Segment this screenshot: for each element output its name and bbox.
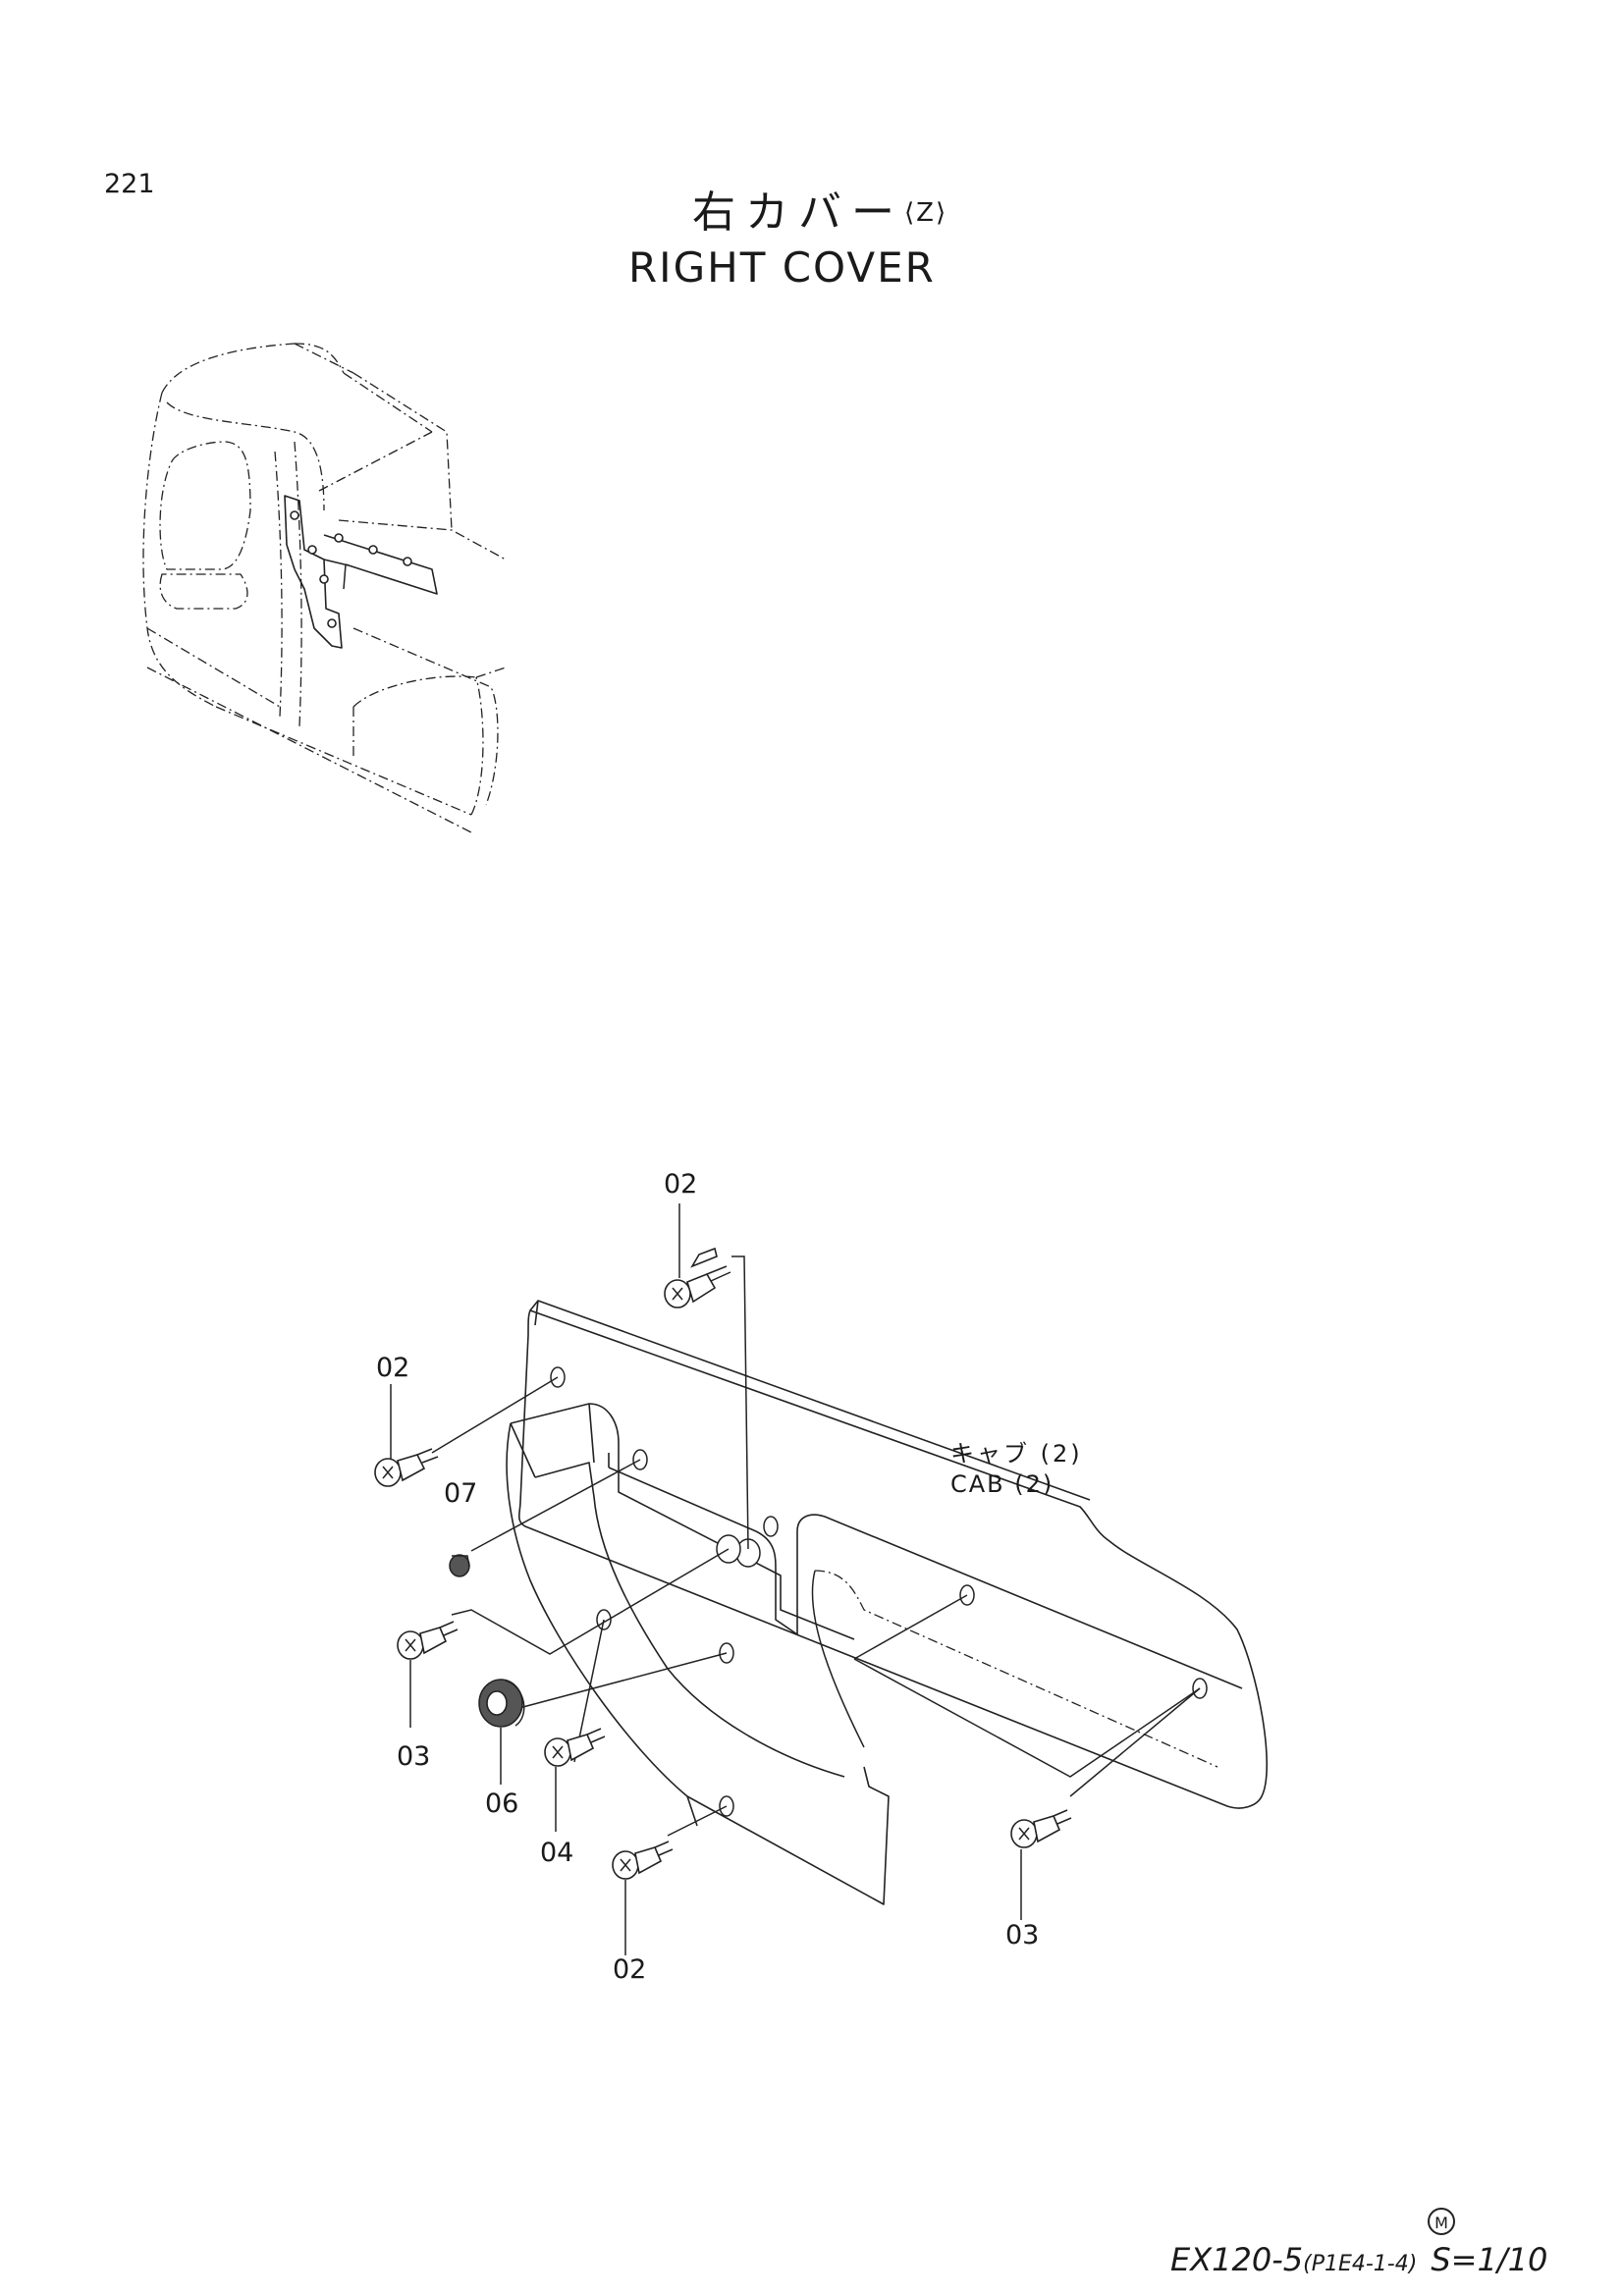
bolt-03-left (397, 1621, 459, 1660)
bolt-02-left (374, 1448, 439, 1487)
inner-bracket (510, 1403, 855, 1640)
callout-02-bottom: 02 (613, 1954, 647, 1985)
bolt-04 (544, 1728, 606, 1767)
grommet-06 (478, 1679, 525, 1728)
title-japanese: 右カバー⟨Z⟩ (692, 191, 947, 235)
footer-scale: S=1/10 (1431, 2241, 1548, 2278)
callout-02-top: 02 (664, 1169, 698, 1200)
callout-04: 04 (540, 1838, 574, 1868)
footer-model: EX120-5 (1170, 2241, 1304, 2278)
reference-english: CAB (2) (950, 1470, 1055, 1498)
bolt-02-top (664, 1247, 731, 1308)
title-english: RIGHT COVER (628, 243, 936, 292)
footer: EX120-5(P1E4-1-4) S=1/10 (1170, 2244, 1547, 2275)
page-number: 221 (104, 169, 155, 199)
callout-03-left: 03 (397, 1741, 431, 1772)
bolt-03-right (1010, 1809, 1072, 1848)
callout-03-right: 03 (1005, 1920, 1040, 1950)
cab-overview-illustration (142, 343, 507, 833)
title-japanese-text: 右カバー (692, 187, 904, 238)
bolt-02-bottom (612, 1841, 674, 1880)
title-variant: ⟨Z⟩ (904, 198, 948, 228)
nut-07 (449, 1554, 470, 1577)
callout-02-left: 02 (376, 1353, 410, 1383)
cover-plate-outer (517, 1309, 1268, 1809)
maker-mark: M (1428, 2208, 1455, 2235)
footer-code: (P1E4-1-4) (1303, 2252, 1418, 2276)
right-cover-exploded-view (374, 1203, 1268, 1955)
callout-07: 07 (444, 1478, 478, 1509)
callout-06: 06 (485, 1789, 519, 1819)
reference-japanese: キャブ (2) (950, 1440, 1083, 1468)
